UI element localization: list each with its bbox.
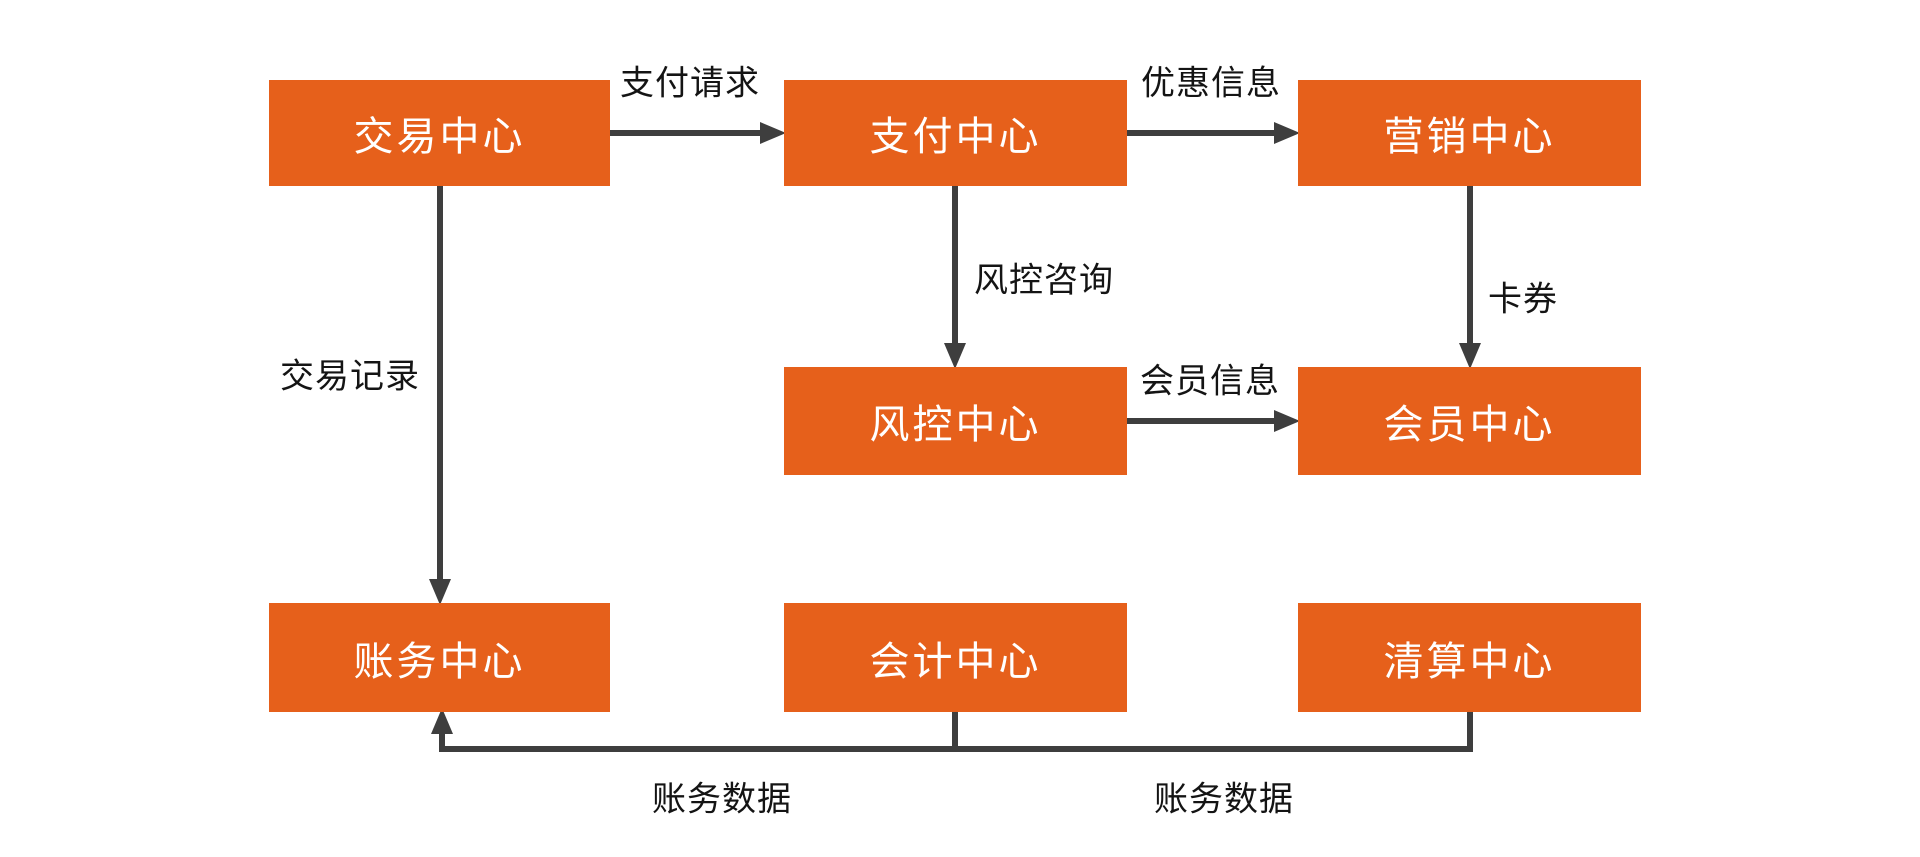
- node-payment-center-label: 支付中心: [869, 115, 1042, 159]
- node-clearing-center: 清算中心: [1298, 603, 1641, 712]
- arrowhead-risk-to-member: [1274, 410, 1300, 432]
- edge-label-card-coupon: 卡券: [1488, 280, 1558, 319]
- edge-label-payment-request: 支付请求: [620, 64, 760, 103]
- edge-label-member-info: 会员信息: [1140, 362, 1280, 401]
- arrowhead-marketing-to-member: [1459, 343, 1481, 369]
- edge-label-trade-record: 交易记录: [280, 357, 420, 396]
- node-bookkeeping-center-label: 会计中心: [869, 639, 1042, 684]
- arrowhead-trade-to-finance: [429, 579, 451, 605]
- node-member-center-label: 会员中心: [1383, 403, 1556, 447]
- node-marketing-center: 营销中心: [1298, 80, 1641, 186]
- node-risk-center-label: 风控中心: [869, 403, 1042, 447]
- node-finance-center: 账务中心: [269, 603, 610, 712]
- edge-label-risk-consult: 风控咨询: [974, 261, 1114, 300]
- edge-label-discount-info: 优惠信息: [1141, 64, 1281, 103]
- node-finance-center-label: 账务中心: [353, 639, 526, 684]
- arrowhead-trade-to-payment: [760, 122, 786, 144]
- node-trade-center: 交易中心: [269, 80, 610, 186]
- arrowhead-payment-to-marketing: [1274, 122, 1300, 144]
- node-risk-center: 风控中心: [784, 367, 1127, 475]
- edge-label-finance-data-right: 账务数据: [1154, 780, 1294, 819]
- edge-label-finance-data-left: 账务数据: [652, 780, 792, 819]
- node-trade-center-label: 交易中心: [353, 115, 526, 159]
- node-bookkeeping-center: 会计中心: [784, 603, 1127, 712]
- arrowhead-payment-to-risk: [944, 343, 966, 369]
- node-clearing-center-label: 清算中心: [1383, 639, 1556, 684]
- node-marketing-center-label: 营销中心: [1383, 115, 1556, 159]
- node-payment-center: 支付中心: [784, 80, 1127, 186]
- node-member-center: 会员中心: [1298, 367, 1641, 475]
